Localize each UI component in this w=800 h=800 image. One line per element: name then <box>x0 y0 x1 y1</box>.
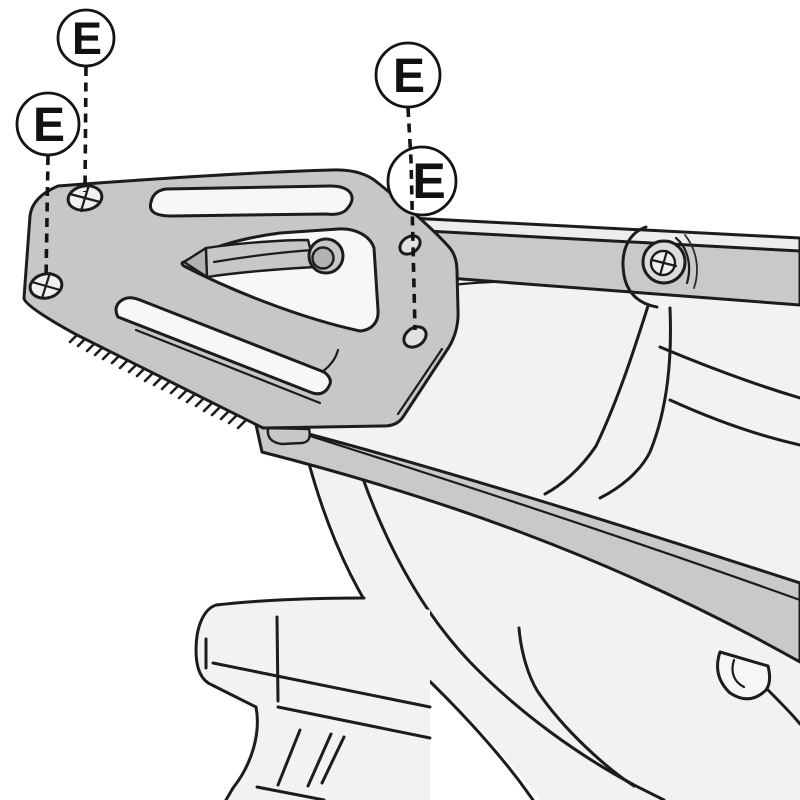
grab-handle-edge-line-1 <box>211 661 432 709</box>
plate-top-slot <box>148 184 354 218</box>
arm-bracket-sketch-arc <box>684 234 698 289</box>
grab-handle-bottom-line <box>255 785 326 800</box>
crossbar-end-cap-inner <box>311 246 335 270</box>
callouts: E E E E <box>15 8 458 331</box>
mounting-hole-lower <box>402 325 428 349</box>
grab-handle <box>194 596 432 800</box>
plate-lower-slot <box>114 296 332 396</box>
tail-side-crease-2 <box>668 398 800 447</box>
screw-icon-mid-left <box>28 271 64 300</box>
callout-circle-e-mid-right <box>386 145 458 217</box>
arm-bracket <box>621 225 659 309</box>
bracket-tail-curve-1 <box>543 304 650 496</box>
screw-cross-icon <box>30 271 62 300</box>
arm-bolt-phillips-cross-icon <box>650 249 678 277</box>
callout-circle-e-top-right <box>374 41 442 109</box>
callout-circle-e-mid-left <box>15 91 81 157</box>
grab-handle-edge-line-2 <box>276 705 432 740</box>
mounting-plate <box>22 168 460 430</box>
rack-side-bar <box>253 418 800 726</box>
bracket-tail-curve-2 <box>598 306 672 500</box>
tail-leaf-inner-curve <box>517 626 636 788</box>
callout-label-e-mid-right: E <box>412 153 445 209</box>
plate-lower-slot-shadow-line <box>134 328 322 405</box>
side-bar-end-hook <box>716 650 772 701</box>
grab-handle-vertical-line <box>275 615 280 703</box>
leader-line-e-mid-left <box>44 155 50 281</box>
callout-circle-e-top-left <box>56 8 116 68</box>
leader-line-e-right <box>406 107 417 331</box>
side-bar-lower-line <box>766 688 800 726</box>
crossbar-crease-line <box>212 248 314 264</box>
callout-label-e-mid-left: E <box>33 99 65 152</box>
callout-label-e-top-right: E <box>393 50 425 103</box>
screw-cross-icon <box>68 183 102 213</box>
side-bar-top-inner-line <box>308 434 800 602</box>
plate-foot-tab <box>266 426 311 446</box>
hatch-marks <box>276 728 346 788</box>
tail-leaf-outer-curve <box>360 474 666 800</box>
plate-serrated-edge <box>68 333 247 430</box>
leader-line-e-top-left <box>83 66 88 193</box>
callout-label-e-top-left: E <box>72 13 102 64</box>
plate-edge-highlight <box>396 347 444 416</box>
tail-side-crease-1 <box>658 345 800 400</box>
side-bar-hook-inner-curve <box>731 658 746 689</box>
arm-bracket-outer-arc <box>674 236 691 285</box>
screw-icon-top-left <box>66 183 104 213</box>
plate-lower-slot-hook-line <box>320 348 340 374</box>
grab-handle-outline <box>194 596 366 800</box>
